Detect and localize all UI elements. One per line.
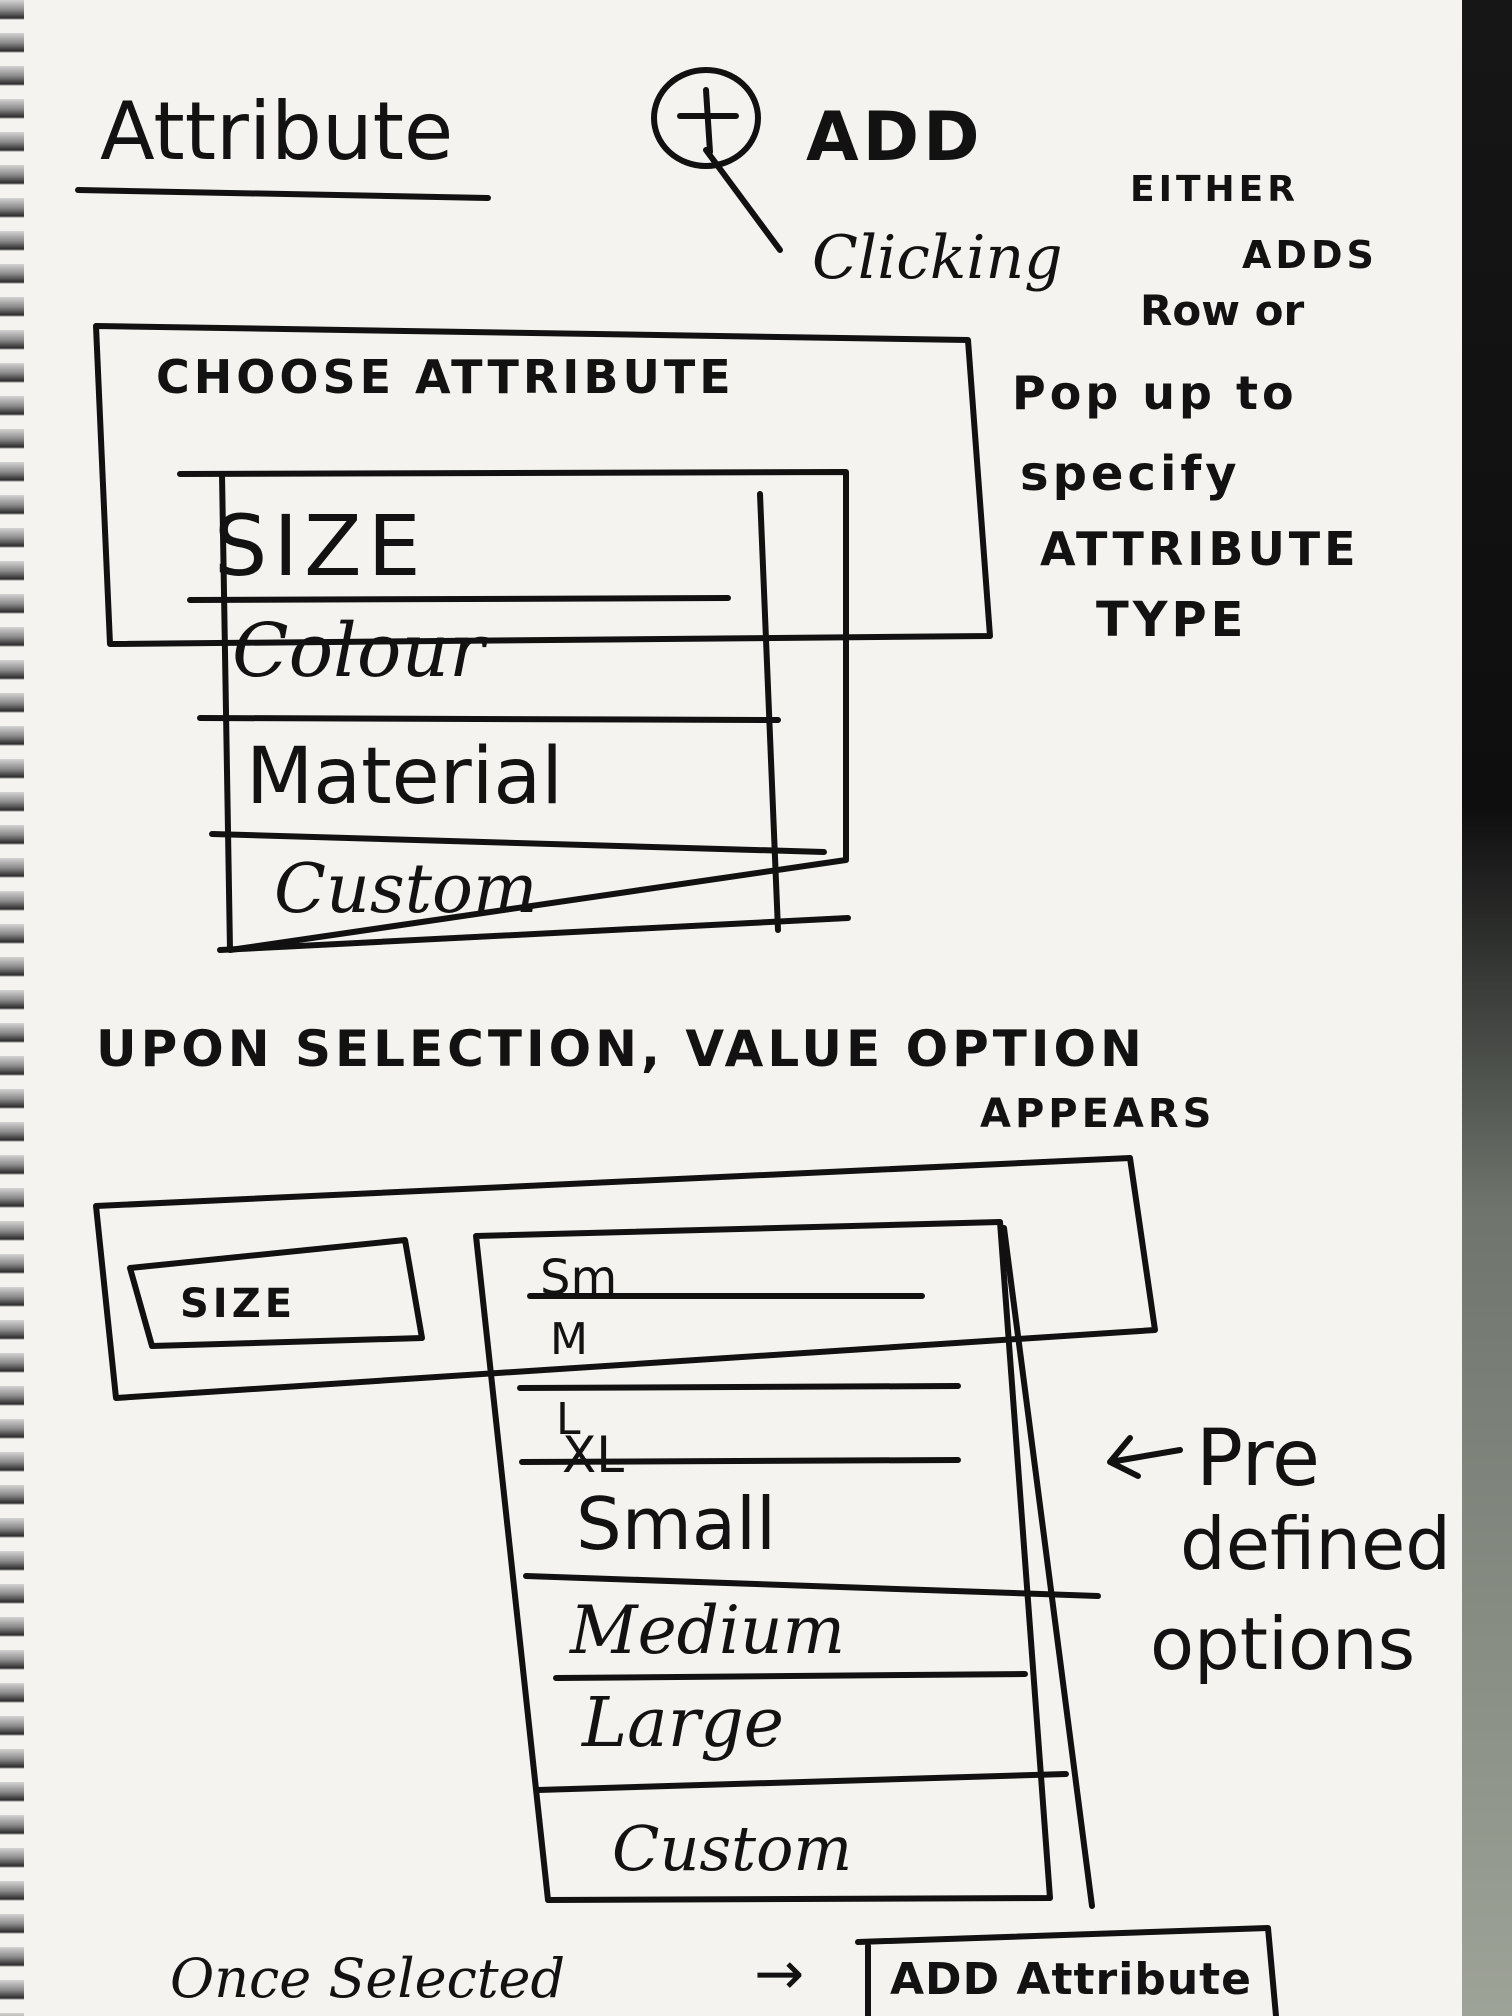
value-option-large[interactable]: Large bbox=[582, 1684, 784, 1763]
attribute-option-size[interactable]: SIZE bbox=[214, 497, 427, 595]
attribute-option-custom[interactable]: Custom bbox=[274, 850, 538, 929]
value-option-xl[interactable]: XL bbox=[562, 1426, 625, 1484]
annotation-row-or: Row or bbox=[1140, 286, 1305, 335]
upon-selection-note: UPON SELECTION, VALUE OPTION bbox=[96, 1020, 1146, 1078]
value-option-sm[interactable]: Sm bbox=[540, 1250, 618, 1306]
predefined-note-options: options bbox=[1150, 1602, 1416, 1686]
attribute-dropdown-outline bbox=[177, 469, 851, 953]
annotation-attribute: ATTRIBUTE bbox=[1040, 522, 1360, 576]
notebook-page: Attribute ADD Clicking EITHER ADDS Row o… bbox=[0, 0, 1462, 2016]
annotation-type: TYPE bbox=[1096, 592, 1248, 648]
annotation-either: EITHER bbox=[1130, 169, 1299, 210]
predefined-arrow bbox=[1107, 1435, 1183, 1479]
annotation-specify: specify bbox=[1020, 446, 1241, 502]
selected-attribute-chip bbox=[127, 1237, 425, 1349]
attribute-option-material[interactable]: Material bbox=[246, 732, 563, 822]
plus-circle-icon[interactable] bbox=[651, 67, 761, 169]
choose-attribute-popup bbox=[93, 323, 993, 647]
page-heading: Attribute bbox=[100, 85, 454, 178]
attribute-option-colour[interactable]: Colour bbox=[232, 608, 485, 694]
sketch-lines bbox=[75, 67, 1279, 2016]
value-option-popup bbox=[93, 1155, 1158, 1401]
add-attribute-frame bbox=[855, 1925, 1279, 2016]
once-selected-label: Once Selected bbox=[170, 1947, 566, 2010]
annotation-clicking: Clicking bbox=[812, 223, 1063, 293]
background-edge bbox=[1460, 0, 1512, 2016]
value-option-l[interactable]: L bbox=[556, 1394, 581, 1445]
choose-attribute-title: CHOOSE ATTRIBUTE bbox=[156, 350, 735, 404]
predefined-note-pre: Pre bbox=[1196, 1414, 1321, 1504]
heading-underline bbox=[75, 187, 491, 201]
arrow-right-icon: → bbox=[754, 1939, 805, 2009]
annotation-adds: ADDS bbox=[1242, 233, 1378, 277]
spiral-binding bbox=[0, 0, 24, 2016]
value-option-medium[interactable]: Medium bbox=[570, 1592, 846, 1669]
value-dropdown-outline bbox=[473, 1219, 1101, 1909]
add-attribute-button[interactable]: ADD Attribute bbox=[890, 1954, 1253, 2005]
selected-attribute-value[interactable]: SIZE bbox=[180, 1281, 297, 1327]
predefined-note-defined: defined bbox=[1180, 1502, 1451, 1586]
add-label[interactable]: ADD bbox=[806, 98, 984, 177]
annotation-pop-up: Pop up to bbox=[1012, 366, 1298, 420]
upon-selection-appears: APPEARS bbox=[980, 1091, 1216, 1137]
value-option-custom[interactable]: Custom bbox=[612, 1812, 853, 1885]
pointer-line bbox=[703, 147, 783, 253]
value-option-small[interactable]: Small bbox=[576, 1482, 776, 1566]
value-option-m[interactable]: M bbox=[550, 1314, 588, 1365]
